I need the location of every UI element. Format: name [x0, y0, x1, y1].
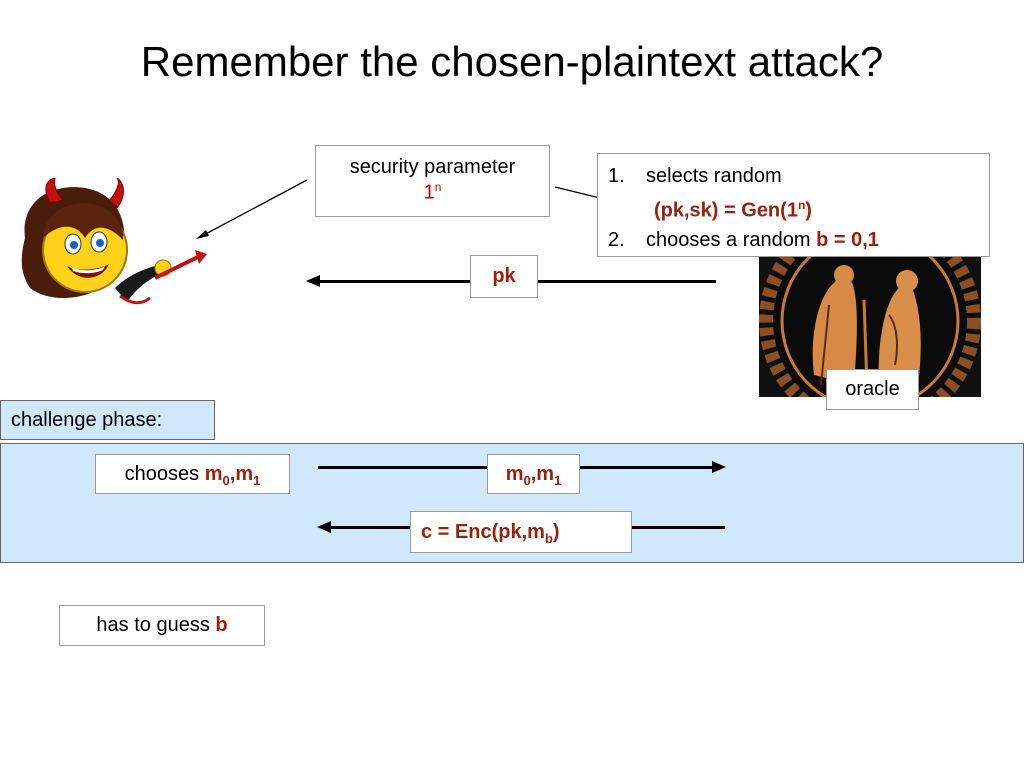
oracle-steps-box: 1. selects random (pk,sk) = Gen(1n) 2. cho…: [597, 153, 990, 257]
pk-label: pk: [492, 265, 516, 287]
step-1-text: selects random: [646, 165, 782, 187]
cipher-pre: c = Enc(pk,m: [421, 521, 545, 543]
pk-arrow-head: [306, 275, 320, 287]
chooses-m1: m: [235, 463, 254, 485]
step-2-bit: b = 0,1: [816, 228, 879, 251]
chooses-sub1: 1: [253, 473, 261, 488]
message-m1: m: [536, 463, 555, 485]
guess-bit: b: [215, 614, 228, 636]
cipher-post: ): [552, 521, 560, 543]
message-comma: ,: [530, 463, 537, 485]
step-1-gen-exp: n: [797, 198, 806, 212]
cipher-label-box: c = Enc(pk,mb): [410, 511, 632, 553]
pk-label-box: pk: [470, 255, 538, 298]
security-parameter-value: 1: [423, 181, 435, 204]
step-1-number: 1.: [608, 165, 625, 187]
messages-label-box: m0,m1: [487, 454, 580, 494]
security-parameter-box: security parameter 1n: [315, 145, 550, 217]
oracle-label: oracle: [845, 378, 900, 400]
chooses-m0: m: [204, 463, 223, 485]
step-1-gen-post: ): [805, 199, 812, 222]
slide-title: Remember the chosen-plaintext attack?: [140, 38, 884, 85]
oracle-vase-image: [759, 245, 981, 397]
devil-adversary-icon: [21, 178, 207, 305]
guess-box: has to guess b: [59, 605, 265, 646]
challenge-phase-label: challenge phase:: [11, 409, 163, 431]
security-parameter-exponent: n: [434, 180, 442, 194]
message-sub1: 1: [554, 473, 562, 488]
chooses-comma: ,: [229, 463, 236, 485]
messages-arrow-head: [712, 461, 726, 473]
oracle-label-box: oracle: [826, 369, 919, 410]
guess-prefix: has to guess: [96, 614, 216, 636]
step-1-gen-pre: (pk,sk) = Gen(1: [654, 199, 798, 222]
message-m0: m: [505, 463, 524, 485]
message-sub0: 0: [523, 473, 531, 488]
chooses-messages-box: chooses m0,m1: [95, 454, 290, 494]
step-2-text: chooses a random: [646, 228, 817, 251]
step-2-number: 2.: [608, 228, 625, 251]
cipher-sub: b: [544, 531, 553, 546]
chooses-sub0: 0: [222, 473, 230, 488]
security-arrows: [196, 179, 601, 239]
challenge-phase-label-box: challenge phase:: [0, 400, 215, 440]
chooses-prefix: chooses: [124, 463, 205, 485]
cipher-arrow-head: [317, 521, 331, 533]
security-parameter-label: security parameter: [349, 156, 516, 178]
